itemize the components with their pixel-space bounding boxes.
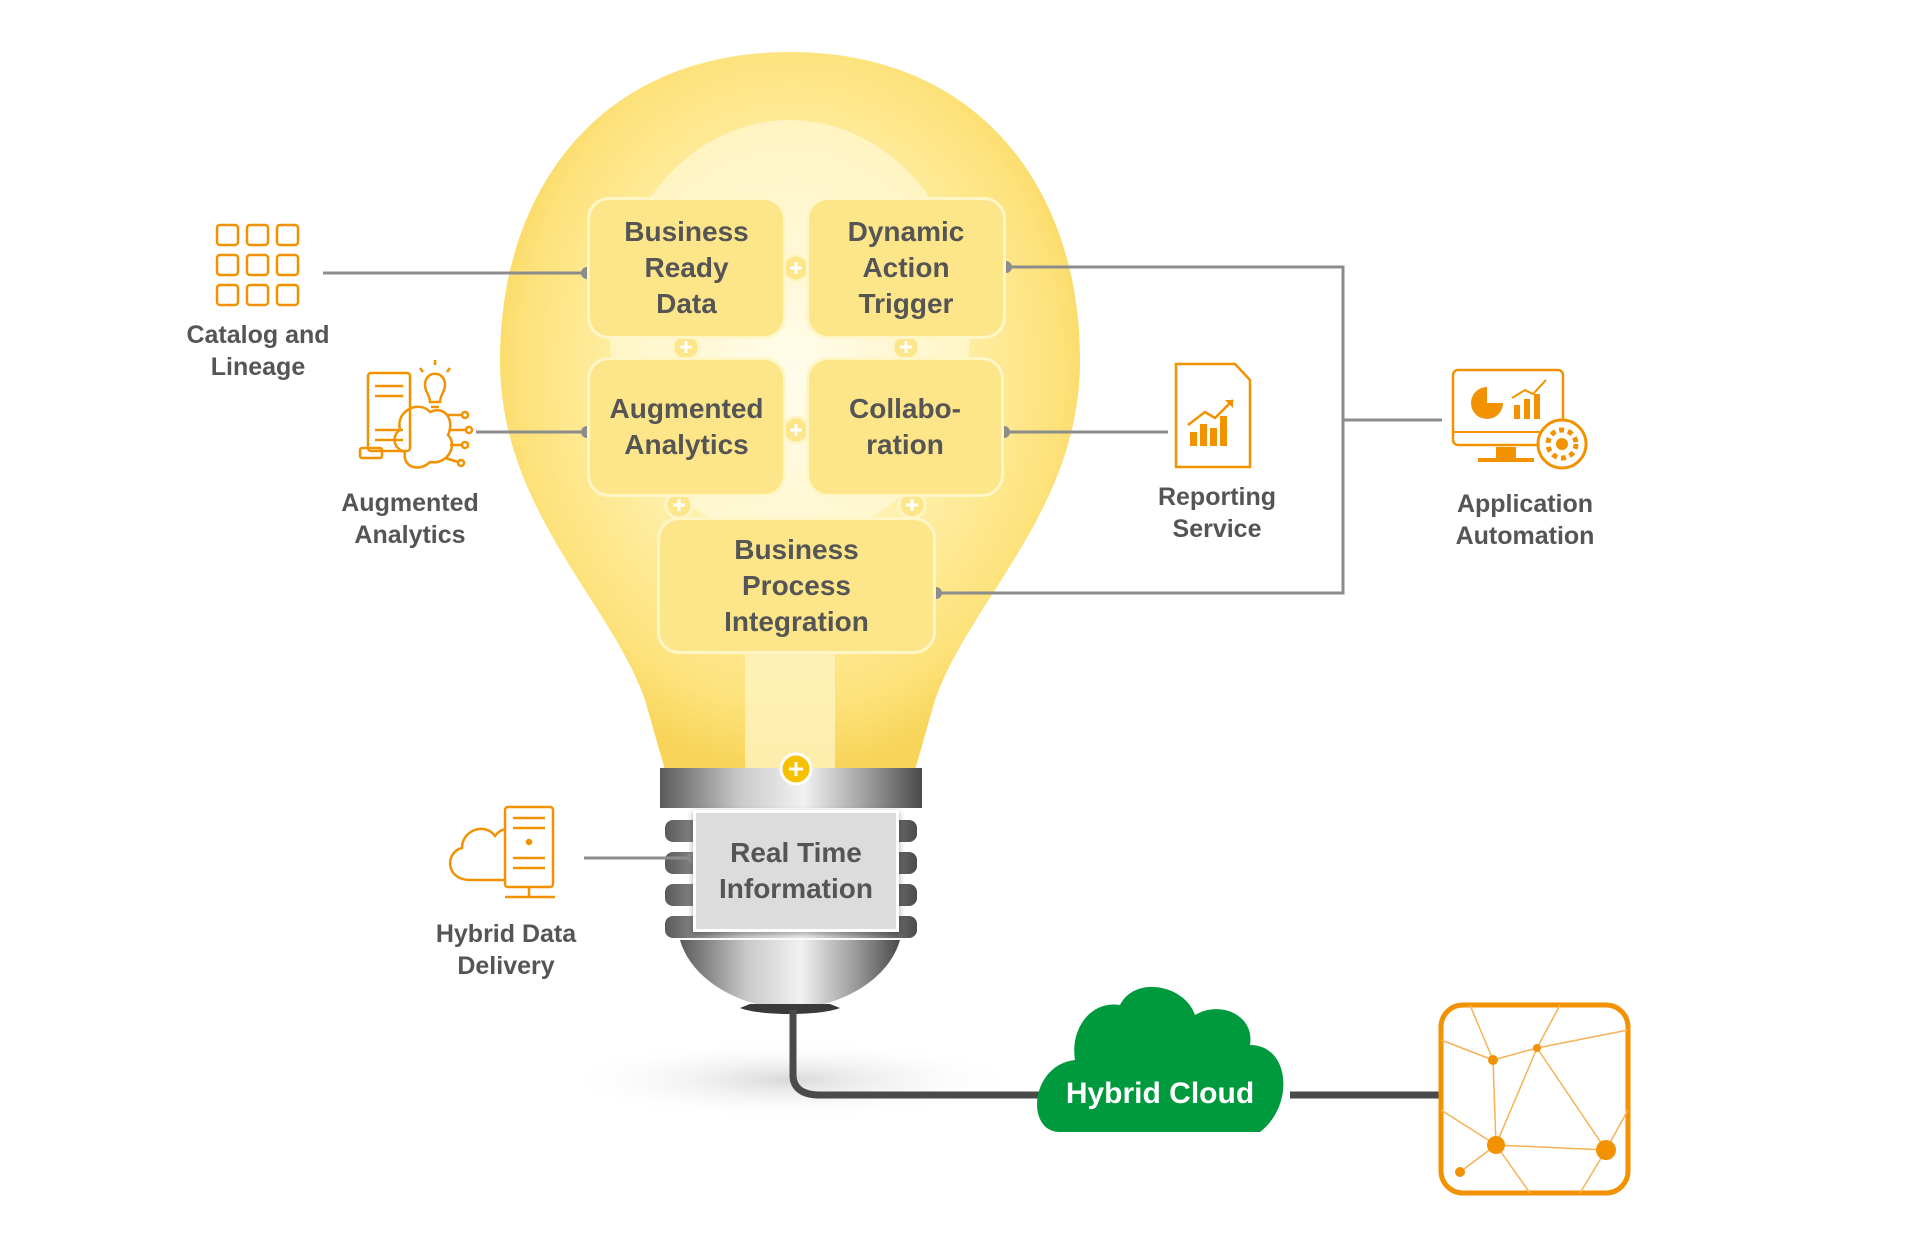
report-doc-icon (1174, 362, 1252, 469)
socket-tip (740, 1004, 840, 1014)
label-application-automation: Application Automation (1455, 490, 1595, 550)
socket-bottom (680, 940, 900, 1010)
cloud-server-icon (448, 805, 555, 899)
module-real-time-information: Real Time Information (693, 810, 899, 932)
label-augmented-analytics: Augmented Analytics (341, 489, 479, 549)
module-collaboration: Collabo- ration (806, 357, 1004, 497)
label-reporting-service: Reporting Service (1157, 483, 1277, 543)
plus-icon-group (664, 253, 927, 786)
label-catalog-lineage: Catalog and Lineage (186, 321, 330, 381)
module-business-process-integration: Business Process Integration (657, 517, 936, 654)
bulb-stem (745, 640, 835, 770)
hybrid-cloud-label: Hybrid Cloud (1065, 1077, 1255, 1110)
label-hybrid-data-delivery: Hybrid Data Delivery (435, 920, 577, 980)
grid-icon (215, 223, 300, 307)
power-cable (789, 1010, 1040, 1099)
connector-lines (323, 265, 1442, 860)
hybrid-cloud-shape (1037, 986, 1284, 1132)
module-augmented-analytics: Augmented Analytics (587, 357, 786, 497)
ai-brain-icon (358, 360, 474, 469)
network-icon (1438, 1002, 1631, 1196)
monitor-gear-icon (1451, 368, 1588, 470)
module-dynamic-action-trigger: Dynamic Action Trigger (806, 197, 1006, 339)
module-business-ready-data: Business Ready Data (587, 197, 786, 339)
